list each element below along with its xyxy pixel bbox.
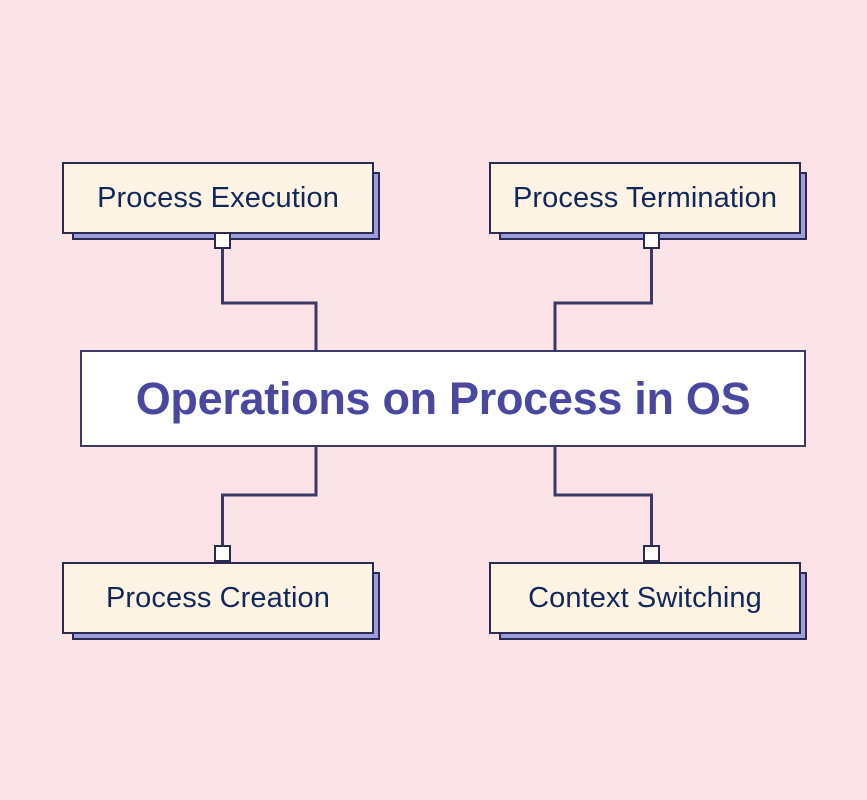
node-process-execution[interactable]: Process Execution: [62, 162, 380, 240]
node-center-topic[interactable]: Operations on Process in OS: [80, 350, 806, 447]
node-label: Process Termination: [512, 181, 778, 214]
node-label: Context Switching: [528, 581, 762, 614]
node-process-termination[interactable]: Process Termination: [489, 162, 807, 240]
connector-top-right: [553, 249, 653, 352]
connector-port-top-right: [643, 232, 660, 249]
connector-bottom-left: [221, 445, 318, 546]
connector-port-top-left: [214, 232, 231, 249]
center-title: Operations on Process in OS: [135, 372, 751, 424]
connector-top-left: [221, 249, 318, 352]
connector-bottom-right: [553, 445, 653, 546]
connector-port-bottom-right: [643, 545, 660, 562]
node-process-creation[interactable]: Process Creation: [62, 562, 380, 640]
node-label: Process Execution: [97, 181, 339, 214]
node-label: Process Creation: [105, 581, 331, 614]
connector-port-bottom-left: [214, 545, 231, 562]
node-context-switching[interactable]: Context Switching: [489, 562, 807, 640]
